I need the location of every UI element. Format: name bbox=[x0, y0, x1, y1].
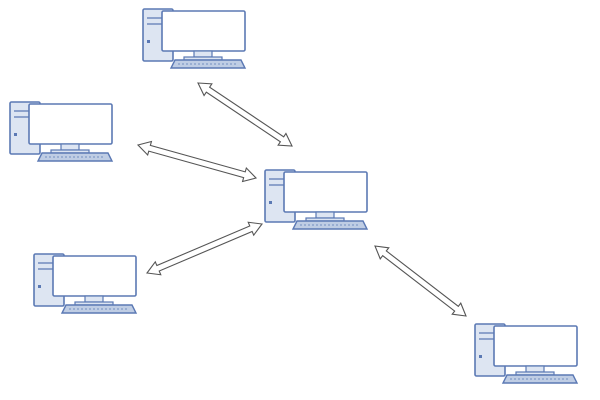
bottom-right-computer bbox=[474, 323, 579, 384]
monitor-screen bbox=[28, 103, 113, 145]
double-arrow-left-lower-computer-hub-computer bbox=[145, 221, 264, 276]
power-led bbox=[38, 285, 41, 288]
monitor-screen bbox=[161, 10, 246, 52]
monitor-screen bbox=[52, 255, 137, 297]
monitor-screen bbox=[283, 171, 368, 213]
monitor-stand bbox=[525, 365, 545, 373]
double-arrow-hub-computer-bottom-right-computer bbox=[374, 245, 467, 317]
left-upper-computer bbox=[9, 101, 114, 162]
monitor-stand bbox=[84, 295, 104, 303]
top-computer bbox=[142, 8, 247, 69]
power-led bbox=[269, 201, 272, 204]
left-lower-computer bbox=[33, 253, 138, 314]
double-arrow-top-computer-hub-computer bbox=[197, 82, 293, 147]
power-led bbox=[147, 40, 150, 43]
desktop-computer-icon bbox=[33, 253, 138, 314]
power-led bbox=[14, 133, 17, 136]
monitor-stand bbox=[193, 50, 213, 58]
desktop-computer-icon bbox=[474, 323, 579, 384]
desktop-computer-icon bbox=[9, 101, 114, 162]
monitor-stand bbox=[60, 143, 80, 151]
power-led bbox=[479, 355, 482, 358]
monitor-screen bbox=[493, 325, 578, 367]
monitor-stand bbox=[315, 211, 335, 219]
hub-computer bbox=[264, 169, 369, 230]
double-arrow-left-upper-computer-hub-computer bbox=[136, 140, 258, 183]
desktop-computer-icon bbox=[264, 169, 369, 230]
desktop-computer-icon bbox=[142, 8, 247, 69]
